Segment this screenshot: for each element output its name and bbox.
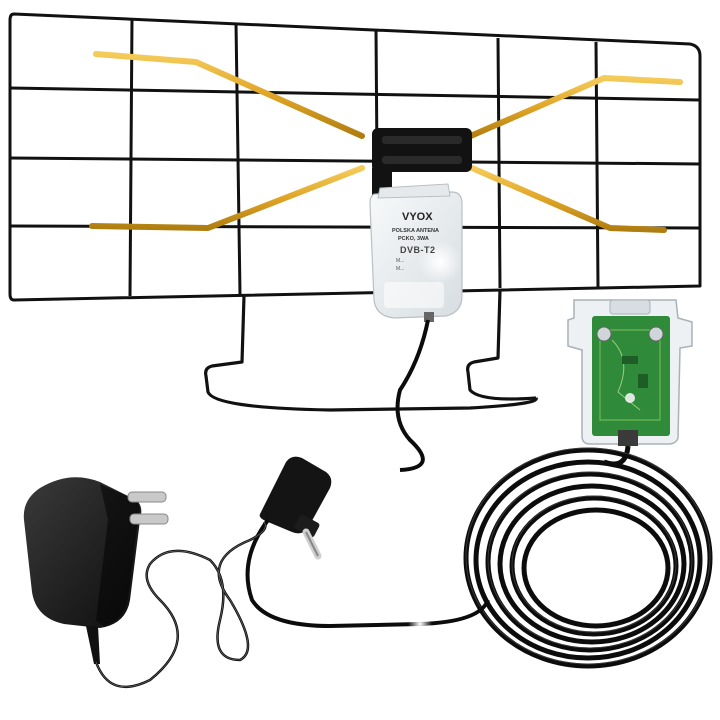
power-cable (94, 521, 267, 689)
antenna-box: VYOX POLSKA ANTENA PCKO, 3WA DVB-T2 M...… (369, 183, 463, 322)
dipole-arm-lower-right (469, 165, 667, 233)
brand-logo: VYOX (402, 211, 433, 223)
antenna-cable (395, 319, 430, 472)
antenna-stand (204, 289, 538, 412)
antenna-grid-wire (9, 156, 701, 166)
power-adapter-icon (23, 477, 169, 664)
dipole-arm-upper-right (463, 75, 683, 141)
box-model: DVB-T2 (400, 245, 436, 255)
antenna-grid-wire (234, 22, 242, 295)
antenna-grid-wire (496, 37, 502, 289)
coax-plug-icon (259, 456, 332, 560)
dipole-arm-upper-left (93, 51, 365, 139)
dipole-arm-lower-left (89, 165, 365, 231)
light-glint (408, 612, 432, 636)
dipole-clamp (372, 128, 472, 198)
pcb-board (592, 316, 670, 436)
cable-coil-highlights (465, 447, 711, 665)
amplifier-icon (567, 299, 693, 446)
box-label-line2: PCKO, 3WA (398, 236, 429, 242)
box-label-line1: POLSKA ANTENA (392, 228, 439, 234)
antenna-grid-frame (8, 12, 702, 302)
box-label-line3: M... (396, 258, 404, 264)
antenna-grid-wire (128, 17, 134, 297)
antenna-grid-wire (9, 86, 701, 102)
plug-cable (245, 518, 490, 629)
box-label-line4: M... (396, 266, 404, 272)
power-cable-inner (95, 521, 266, 688)
